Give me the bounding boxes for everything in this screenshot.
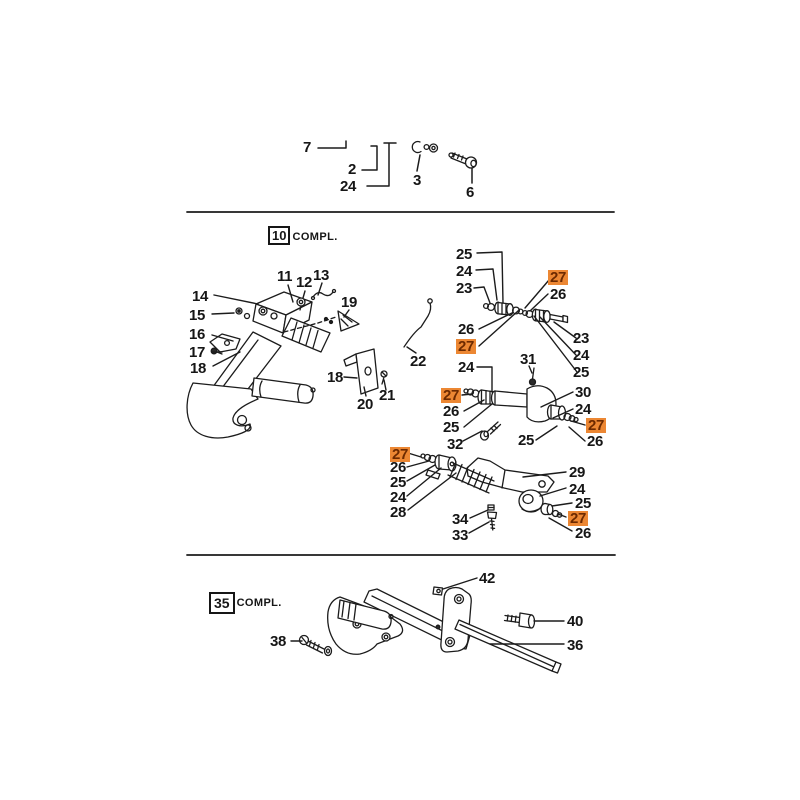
part-label-27-highlighted: 27 bbox=[390, 446, 410, 463]
part-label-27-highlighted: 27 bbox=[568, 510, 588, 527]
part-label-36: 36 bbox=[567, 637, 583, 654]
nut-42-drawing bbox=[432, 586, 444, 596]
bolt-32-drawing bbox=[479, 421, 502, 441]
part-label-27-highlighted: 27 bbox=[548, 269, 568, 286]
part-label-31: 31 bbox=[520, 351, 536, 368]
part-label-23: 23 bbox=[456, 280, 472, 297]
part-label-27-highlighted: 27 bbox=[441, 387, 461, 404]
lower-bushing-drawing bbox=[420, 453, 457, 480]
part-label-18: 18 bbox=[190, 360, 206, 377]
part-label-26: 26 bbox=[443, 403, 459, 420]
part-label-27-highlighted: 27 bbox=[586, 417, 606, 434]
part-label-26: 26 bbox=[587, 433, 603, 450]
leader-lines-lower bbox=[406, 452, 573, 534]
part-label-17: 17 bbox=[189, 344, 205, 361]
latch-16-drawing bbox=[209, 333, 241, 353]
part-label-24: 24 bbox=[390, 489, 406, 506]
screw-33-nut-34-drawing bbox=[486, 504, 498, 531]
crankshaft-drawing bbox=[463, 385, 579, 423]
part-label-13: 13 bbox=[313, 267, 329, 284]
part-label-24: 24 bbox=[575, 401, 591, 418]
part-label-11: 11 bbox=[277, 268, 293, 285]
top-leader-lines bbox=[317, 140, 473, 187]
part-label-32: 32 bbox=[447, 436, 463, 453]
part-label-12: 12 bbox=[296, 274, 312, 291]
part-label-15: 15 bbox=[189, 307, 205, 324]
part-label-16: 16 bbox=[189, 326, 205, 343]
part-label-2: 2 bbox=[348, 161, 356, 178]
screw-38-drawing bbox=[298, 634, 333, 657]
group10-number: 10 bbox=[268, 226, 291, 245]
part-label-25: 25 bbox=[575, 495, 591, 512]
wire-22-drawing bbox=[403, 298, 433, 348]
screw-21-drawing bbox=[380, 370, 388, 385]
upper-mount-right-drawing bbox=[521, 308, 569, 324]
leader-lines-mid bbox=[211, 251, 586, 442]
part-label-24: 24 bbox=[573, 347, 589, 364]
group10-suffix: COMPL. bbox=[292, 231, 338, 243]
part-label-33: 33 bbox=[452, 527, 468, 544]
part-label-18: 18 bbox=[327, 369, 343, 386]
group10-title: 10 COMPL. bbox=[268, 226, 338, 245]
part-label-34: 34 bbox=[452, 511, 468, 528]
spring-lever-drawing bbox=[447, 457, 555, 494]
screw-40-drawing bbox=[503, 612, 536, 629]
part-3-drawing bbox=[411, 140, 439, 154]
part-label-3: 3 bbox=[413, 172, 421, 189]
leader-lines-bottom bbox=[290, 577, 565, 645]
part-label-25: 25 bbox=[573, 364, 589, 381]
part-label-14: 14 bbox=[192, 288, 208, 305]
mount-24-donut-drawing bbox=[518, 489, 563, 518]
part-label-23: 23 bbox=[573, 330, 589, 347]
part-label-20: 20 bbox=[357, 396, 373, 413]
screw-15-drawing bbox=[235, 307, 251, 320]
part-label-25: 25 bbox=[456, 246, 472, 263]
handle-assembly-drawing bbox=[186, 288, 433, 439]
part-label-42: 42 bbox=[479, 570, 495, 587]
bracket-19-drawing bbox=[323, 310, 360, 332]
part-label-6: 6 bbox=[466, 184, 474, 201]
group35-title: 35 COMPL. bbox=[209, 592, 282, 614]
part-label-30: 30 bbox=[575, 384, 591, 401]
part-label-25: 25 bbox=[390, 474, 406, 491]
grommet-12-drawing bbox=[296, 297, 306, 311]
part-label-24: 24 bbox=[569, 481, 585, 498]
part-label-28: 28 bbox=[390, 504, 406, 521]
part-label-22: 22 bbox=[410, 353, 426, 370]
part-label-24: 24 bbox=[456, 263, 472, 280]
wire-13-drawing bbox=[310, 288, 337, 301]
part-label-26: 26 bbox=[575, 525, 591, 542]
part-label-24: 24 bbox=[340, 178, 356, 195]
part-label-29: 29 bbox=[569, 464, 585, 481]
part-label-38: 38 bbox=[270, 633, 286, 650]
part-label-7: 7 bbox=[303, 139, 311, 156]
part-label-26: 26 bbox=[458, 321, 474, 338]
part-label-27-highlighted: 27 bbox=[456, 338, 476, 355]
bracket-assembly-drawing bbox=[327, 586, 562, 674]
part-label-40: 40 bbox=[567, 613, 583, 630]
group35-suffix: COMPL. bbox=[236, 597, 282, 609]
upper-mount-left-drawing bbox=[482, 301, 524, 316]
part-label-24: 24 bbox=[458, 359, 474, 376]
part-6-drawing bbox=[448, 152, 478, 169]
part-label-21: 21 bbox=[379, 387, 395, 404]
plate-18-drawing bbox=[343, 348, 379, 395]
group35-number: 35 bbox=[209, 592, 235, 614]
part-label-26: 26 bbox=[390, 459, 406, 476]
part-label-25: 25 bbox=[518, 432, 534, 449]
part-label-25: 25 bbox=[443, 419, 459, 436]
pin-31-drawing bbox=[528, 367, 537, 386]
part-label-19: 19 bbox=[341, 294, 357, 311]
part-label-26: 26 bbox=[550, 286, 566, 303]
